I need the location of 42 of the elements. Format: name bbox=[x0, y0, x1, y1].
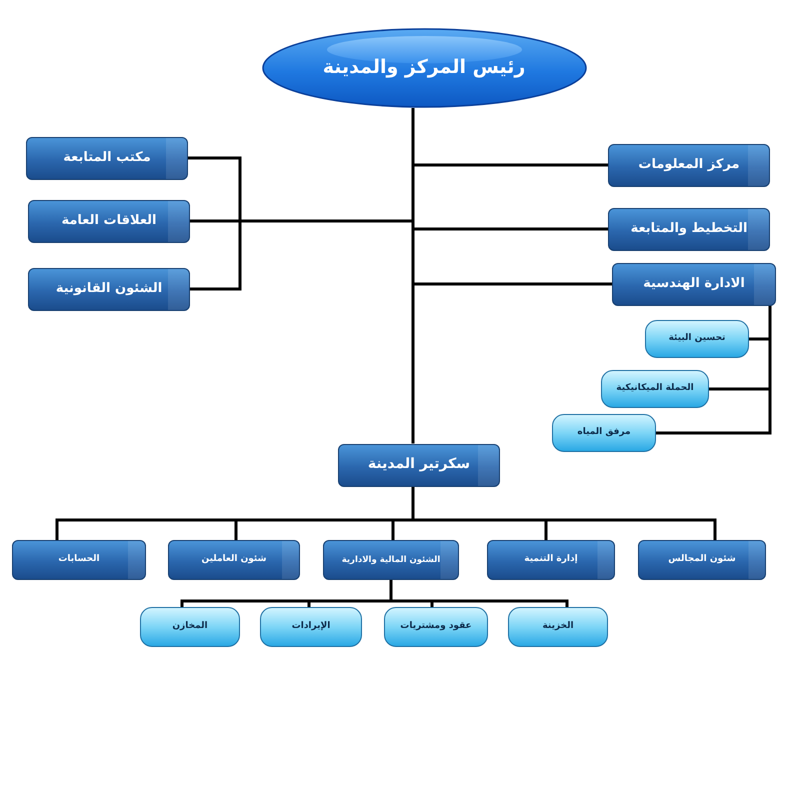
unit-name: الحسابات bbox=[58, 554, 100, 566]
unit-name: العلاقات العامة bbox=[61, 212, 157, 230]
unit-name: الشئون القانونية bbox=[56, 280, 162, 298]
unit-name: شئون العاملين bbox=[202, 554, 266, 566]
unit-name: المخازن bbox=[172, 621, 208, 633]
org-box bbox=[338, 444, 500, 486]
connector-line bbox=[656, 306, 772, 434]
org-box bbox=[638, 540, 766, 580]
unit-name: الإيرادات bbox=[292, 621, 330, 633]
org-box bbox=[28, 200, 190, 242]
unit-name: التخطيط والمتابعة bbox=[630, 220, 748, 238]
org-box bbox=[612, 262, 776, 306]
unit-name: سكرتير المدينة bbox=[368, 456, 470, 474]
org-box bbox=[608, 144, 770, 186]
org-box bbox=[168, 540, 300, 580]
org-box bbox=[323, 540, 459, 580]
connector-line bbox=[56, 486, 414, 540]
unit-name: رئيس المركز والمدينة bbox=[322, 56, 526, 80]
org-box bbox=[12, 540, 146, 580]
pill-box bbox=[260, 607, 362, 647]
unit-name: تحسين البيئة bbox=[668, 333, 726, 345]
pill-box bbox=[384, 607, 488, 647]
org-box bbox=[26, 136, 188, 180]
unit-name: شئون المجالس bbox=[668, 554, 736, 566]
pill-box bbox=[645, 320, 749, 358]
pill-box bbox=[601, 370, 709, 408]
unit-name: الخزينة bbox=[542, 621, 574, 633]
pill-box bbox=[552, 414, 656, 452]
unit-name: مرفق المياه bbox=[577, 427, 631, 439]
unit-name: إدارة التنمية bbox=[524, 554, 578, 566]
org-box bbox=[608, 208, 770, 250]
unit-name: الحملة الميكانيكية bbox=[616, 383, 694, 395]
org-box bbox=[28, 268, 190, 310]
pill-box bbox=[140, 607, 240, 647]
pill-box bbox=[508, 607, 608, 647]
org-box bbox=[487, 540, 615, 580]
unit-name: الشئون المالية والادارية bbox=[342, 554, 440, 566]
unit-name: عقود ومشتريات bbox=[400, 621, 472, 633]
unit-name: مركز المعلومات bbox=[638, 156, 740, 174]
unit-name: مكتب المتابعة bbox=[63, 150, 151, 166]
unit-name: الادارة الهندسية bbox=[643, 276, 745, 292]
connector-line bbox=[412, 108, 414, 444]
